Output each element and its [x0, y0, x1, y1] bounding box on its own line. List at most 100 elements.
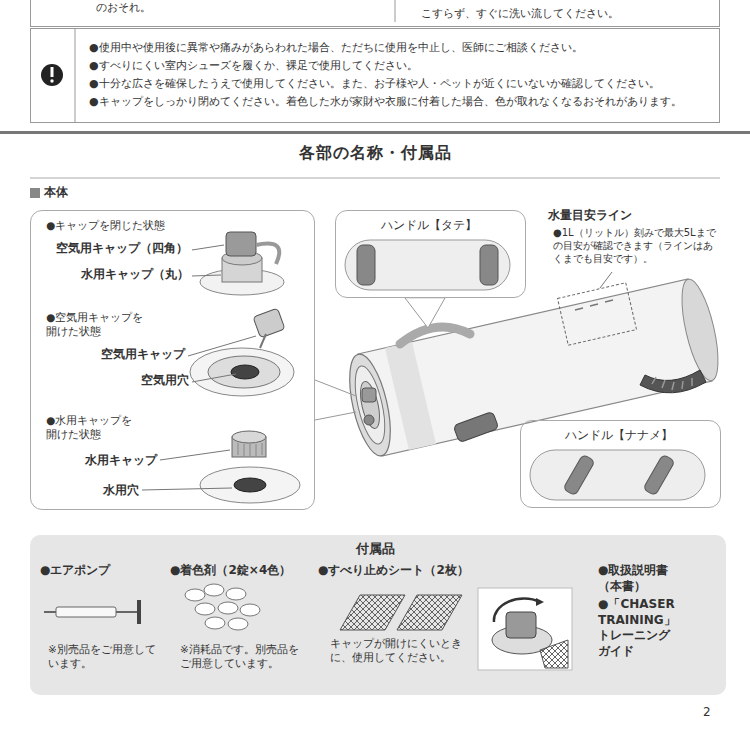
page-rule	[395, 0, 396, 22]
water-cap-open-drawing	[142, 431, 300, 503]
part-label: ●空気用キャップを開けた状態	[46, 311, 146, 338]
warning-icon	[50, 79, 53, 82]
bottle-illustration	[362, 388, 376, 402]
water-cap-open-drawing	[232, 431, 266, 443]
bottle-illustration	[385, 342, 436, 450]
handle-vertical-drawing	[345, 240, 510, 290]
anti-slip-sheet-drawing	[340, 595, 462, 630]
part-label: ●キャップを閉じた状態	[46, 219, 165, 233]
accessory-panel: 付属品 ●エアポンプ ※別売品をご用意しています。 ●着色剤（2錠×4色） ※消耗品です…	[30, 535, 726, 695]
note-text: のおそれ。	[96, 1, 151, 15]
accessory-text: ●取扱説明書（本書）	[598, 563, 690, 594]
cap-photo-drawing	[540, 640, 568, 668]
air-cap-open-drawing	[208, 356, 280, 388]
page-rule	[0, 0, 750, 198]
accessory-text: ※消耗品です。別売品をご用意しています。	[180, 643, 300, 670]
accessory-text: ※別売品をご用意しています。	[48, 643, 160, 670]
color-tablet-drawing	[204, 584, 224, 596]
warning-icon	[41, 64, 63, 86]
air-pump-drawing	[44, 600, 139, 624]
page-rule	[0, 131, 750, 134]
air-pump-drawing	[116, 611, 138, 613]
handle-vertical-drawing	[480, 245, 498, 285]
accessory-text: ●「CHASER TRAINING」トレーニングガイド	[598, 597, 680, 659]
cap-closed-drawing	[192, 232, 284, 295]
anti-slip-sheet-drawing	[397, 595, 462, 630]
cap-closed-drawing	[256, 244, 279, 264]
air-cap-open-drawing	[231, 365, 259, 379]
bottle-illustration	[342, 351, 399, 460]
part-label: 空気用キャップ	[101, 347, 185, 363]
warning-text: ●すべりにくい室内シューズを履くか、裸足で使用してください。	[89, 59, 714, 73]
air-pump-drawing	[44, 611, 56, 613]
air-cap-open-drawing	[192, 374, 236, 382]
color-tablet-drawing	[205, 617, 225, 629]
handle-vertical-drawing	[345, 240, 510, 290]
water-cap-open-drawing	[142, 488, 232, 490]
color-tablet-drawing	[218, 602, 238, 614]
panel-fill	[30, 535, 726, 695]
warning-text: ●十分な広さを確保したうえで使用してください。また、お子様や人・ペットが近くにい…	[89, 77, 714, 91]
color-tablet-drawing	[195, 603, 215, 615]
accessory-text: ●エアポンプ	[40, 563, 110, 579]
part-label: 空気用穴	[141, 373, 189, 389]
accessory-text: キャップが開けにくいときに、使用してください。	[330, 637, 472, 664]
warning-icon	[51, 67, 54, 77]
part-label: 空気用キャップ（四角）	[56, 241, 188, 257]
note-text: こすらず、すぐに洗い流してください。	[421, 7, 619, 21]
air-pump-drawing	[137, 600, 141, 624]
panel-heading: 付属品	[30, 541, 720, 558]
warning-text: ●キャップをしっかり閉めてください。着色した水が家財や衣服に付着した場合、色が取…	[89, 95, 714, 109]
bottle-illustration	[315, 380, 356, 396]
part-label: ハンドル【タテ】	[336, 218, 521, 233]
bottle-illustration	[357, 380, 383, 430]
color-tablet-drawing	[185, 589, 205, 601]
cap-photo-drawing	[506, 612, 536, 638]
water-cap-open-drawing	[238, 443, 262, 456]
callout-box: ハンドル【タテ】	[335, 210, 526, 298]
bottle-illustration	[406, 296, 444, 299]
bottle-illustration	[600, 272, 612, 288]
handle-diagonal-drawing	[530, 450, 705, 500]
cap-closed-drawing	[192, 245, 224, 250]
page-number: 2	[703, 705, 711, 721]
bottle-illustration	[349, 363, 390, 446]
color-tablet-drawing	[226, 588, 246, 600]
anti-slip-sheet-drawing	[340, 595, 405, 630]
page-rule	[30, 188, 40, 198]
page-rule	[30, 178, 720, 179]
color-tablet-drawing	[185, 584, 260, 630]
panel-fill	[30, 535, 726, 695]
handle-vertical-drawing	[357, 245, 375, 285]
accessory-text: ●すべり止めシート（2枚）	[318, 563, 469, 579]
cap-photo-drawing	[478, 588, 572, 670]
handle-diagonal-drawing	[530, 450, 705, 500]
callout-box: ハンドル【ナナメ】	[520, 420, 721, 508]
callout-box: ●キャップを閉じた状態空気用キャップ（四角） 水用キャップ（丸） ●空気用キャップを…	[30, 210, 315, 510]
cap-photo-drawing	[536, 598, 544, 606]
part-label: 水用穴	[103, 483, 139, 499]
bottle-illustration	[405, 298, 445, 328]
bottle-illustration	[453, 411, 499, 442]
bottle-illustration	[557, 283, 636, 346]
warning-box: ●使用中や使用後に異常や痛みがあらわれた場合、ただちに使用を中止し、医師にご相談…	[30, 28, 720, 123]
water-cap-open-drawing	[160, 450, 230, 460]
page-rule	[75, 28, 76, 123]
note-box: のおそれ。 こすらず、すぐに洗い流してください。	[30, 0, 720, 27]
cap-closed-drawing	[226, 232, 256, 256]
color-tablet-drawing	[228, 618, 248, 630]
air-cap-open-drawing	[260, 334, 266, 348]
part-label: 水量目安ライン	[548, 208, 632, 224]
part-label: 水用キャップ（丸）	[81, 267, 189, 283]
air-pump-drawing	[56, 607, 116, 617]
bottle-illustration	[675, 276, 726, 384]
accessory-text: ●着色剤（2錠×4色）	[170, 563, 291, 579]
warning-text: ●使用中や使用後に異常や痛みがあらわれた場合、ただちに使用を中止し、医師にご相談…	[89, 41, 714, 55]
note-text: ●1L（リットル）刻みで最大5Lまでの目安が確認できます（ラインはあくまでも目安…	[553, 226, 718, 265]
warning-icon	[41, 64, 63, 86]
bottle-illustration	[400, 327, 470, 344]
handle-diagonal-drawing	[563, 454, 595, 496]
part-label: ハンドル【ナナメ】	[521, 428, 716, 443]
air-cap-open-drawing	[188, 336, 256, 356]
bottle-illustration	[652, 377, 692, 390]
